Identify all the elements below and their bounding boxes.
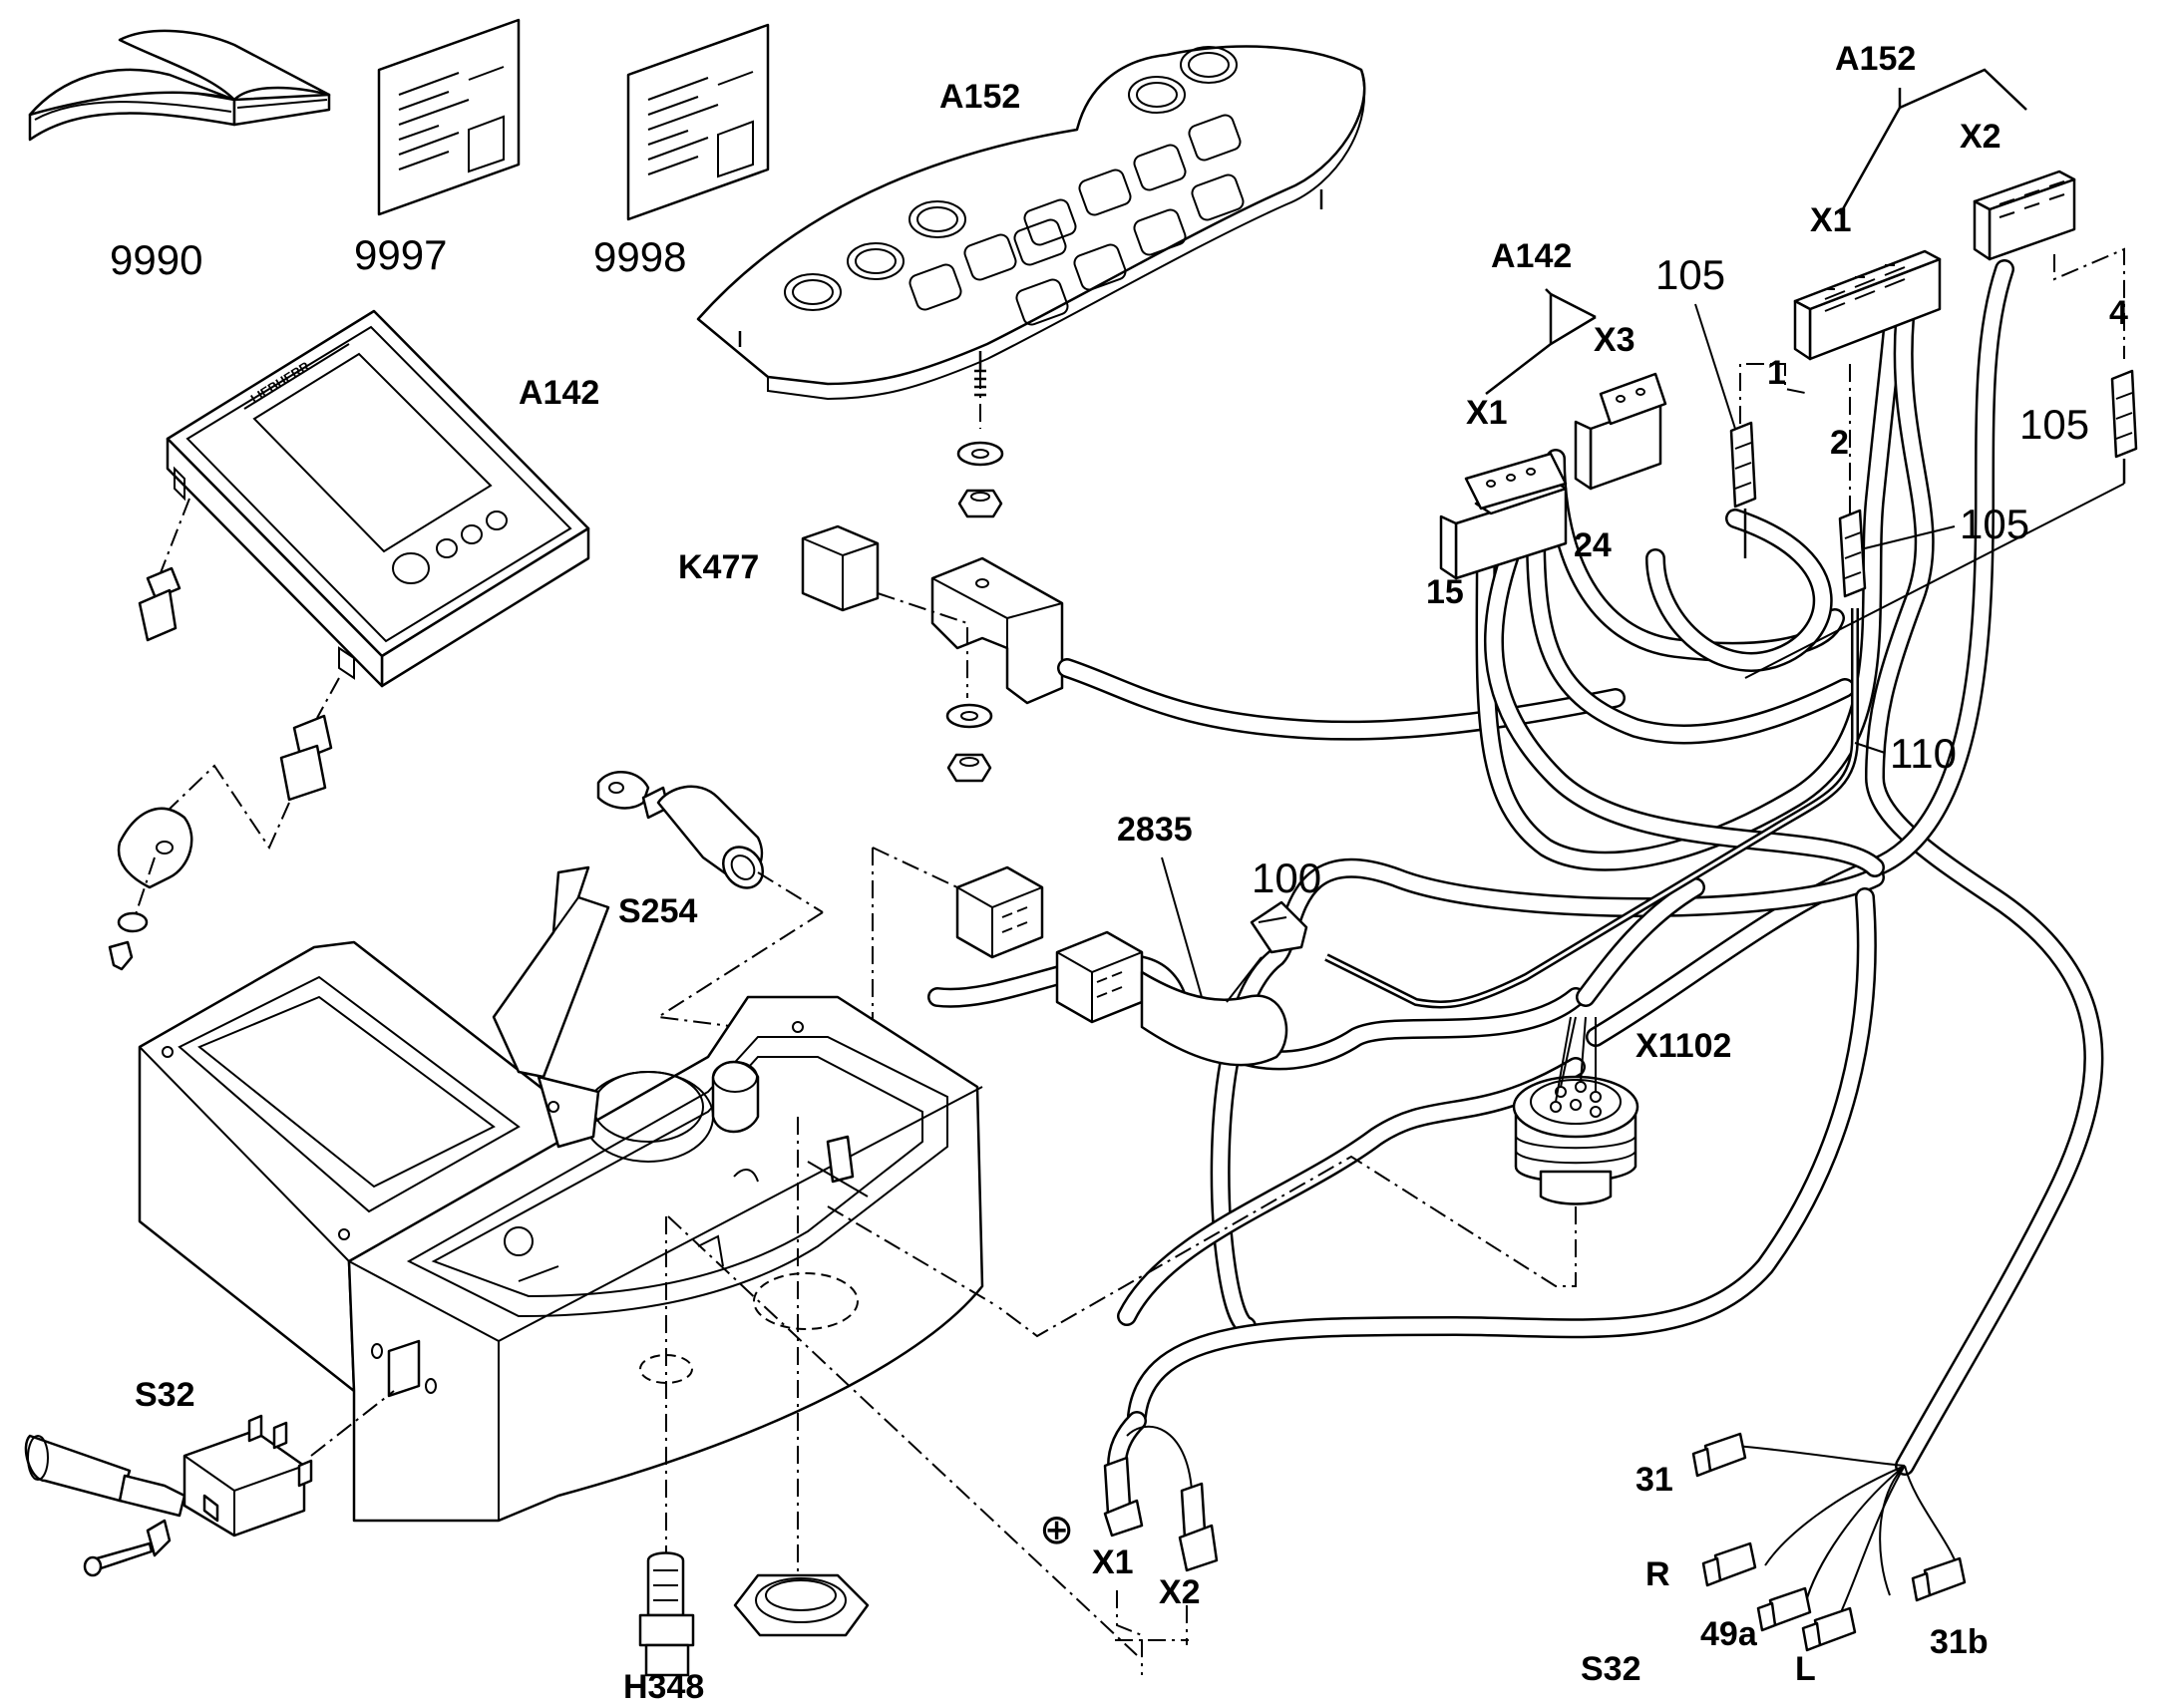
pin-24-label: 24: [1574, 526, 1612, 564]
doc-sheet2-label: 9998: [593, 233, 686, 280]
document-sheet-icon: [377, 18, 521, 216]
a142-connector-label: A142: [1491, 237, 1572, 275]
a152-x2-connector: [1973, 170, 2076, 261]
term-31-label: 31: [1635, 1461, 1673, 1499]
a152-x2-label: X2: [1960, 118, 2001, 156]
term-49a-label: 49a: [1700, 1615, 1758, 1653]
term-31b-label: 31b: [1930, 1623, 1989, 1661]
item-2835-label: 2835: [1117, 811, 1193, 849]
item-100-label: 100: [1252, 854, 1321, 901]
pin-terminal-105: [1838, 509, 1867, 598]
a142-x3-label: X3: [1594, 321, 1635, 359]
x1102-label: X1102: [1635, 1027, 1731, 1065]
wire-110: [1324, 608, 1859, 1009]
document-sheet-icon: [626, 23, 770, 221]
a142-mounting-hardware: [108, 498, 340, 971]
pin-4-label: 4: [2109, 294, 2128, 332]
h348-label: H348: [623, 1668, 704, 1706]
pin-15-label: 15: [1426, 573, 1464, 611]
pin-105a-label: 105: [1655, 251, 1725, 298]
term-r-label: R: [1645, 1555, 1670, 1593]
ground-terminals: [1103, 1411, 1219, 1675]
bracket-fastener-stack: [945, 703, 993, 783]
s32-switch: [24, 1390, 395, 1577]
pin-105c-label: 105: [1960, 501, 2029, 547]
a142-x1-connector: [1439, 452, 1568, 580]
panel-fastener-stack: [956, 369, 1004, 518]
relay-bracket: [930, 556, 1064, 705]
s32-switch-label: S32: [135, 1376, 195, 1414]
pin-terminal-105: [1729, 421, 1757, 558]
a142-display-label: A142: [519, 374, 599, 412]
a142-x3-connector: [1574, 372, 1667, 491]
a152-panel-label: A152: [939, 78, 1020, 116]
ground-x2-label: X2: [1159, 1573, 1201, 1611]
a152-x1-label: X1: [1810, 201, 1852, 239]
clip-100: [1250, 900, 1308, 954]
pin-2-label: 2: [1830, 424, 1849, 462]
h348-indicator-lamp: [638, 1551, 695, 1677]
console-housing: [138, 865, 984, 1523]
a152-x1-connector: [1793, 249, 1942, 361]
doc-book-label: 9990: [110, 236, 202, 283]
manual-book-icon: [28, 29, 331, 142]
a152-connector-label: A152: [1835, 40, 1916, 78]
k477-label: K477: [678, 548, 759, 586]
ground-x1-label: X1: [1092, 1543, 1134, 1581]
relay-socket-2835: [955, 865, 1288, 1067]
s32-terminal-harness: [1691, 1432, 1967, 1652]
a152-keypad-panel: [696, 45, 1366, 401]
s254-label: S254: [618, 892, 697, 930]
pin-terminal-105: [1744, 369, 2138, 679]
wire-110-label: 110: [1890, 730, 1957, 777]
mounting-nut: [733, 1573, 870, 1637]
ground-symbol: ⊕: [1039, 1506, 1074, 1552]
k477-relay: [801, 524, 880, 612]
main-harness: [927, 259, 2104, 1476]
x1102-socket: [1512, 1016, 1639, 1205]
a142-x1-label: X1: [1466, 394, 1508, 432]
s32-harness-label: S32: [1581, 1650, 1641, 1688]
pin-1-label: 1: [1767, 354, 1786, 392]
pin-105b-label: 105: [2019, 401, 2089, 448]
doc-sheet1-label: 9997: [354, 231, 447, 278]
term-l-label: L: [1795, 1650, 1816, 1688]
a142-display-unit: LIEBHERR: [166, 309, 590, 688]
